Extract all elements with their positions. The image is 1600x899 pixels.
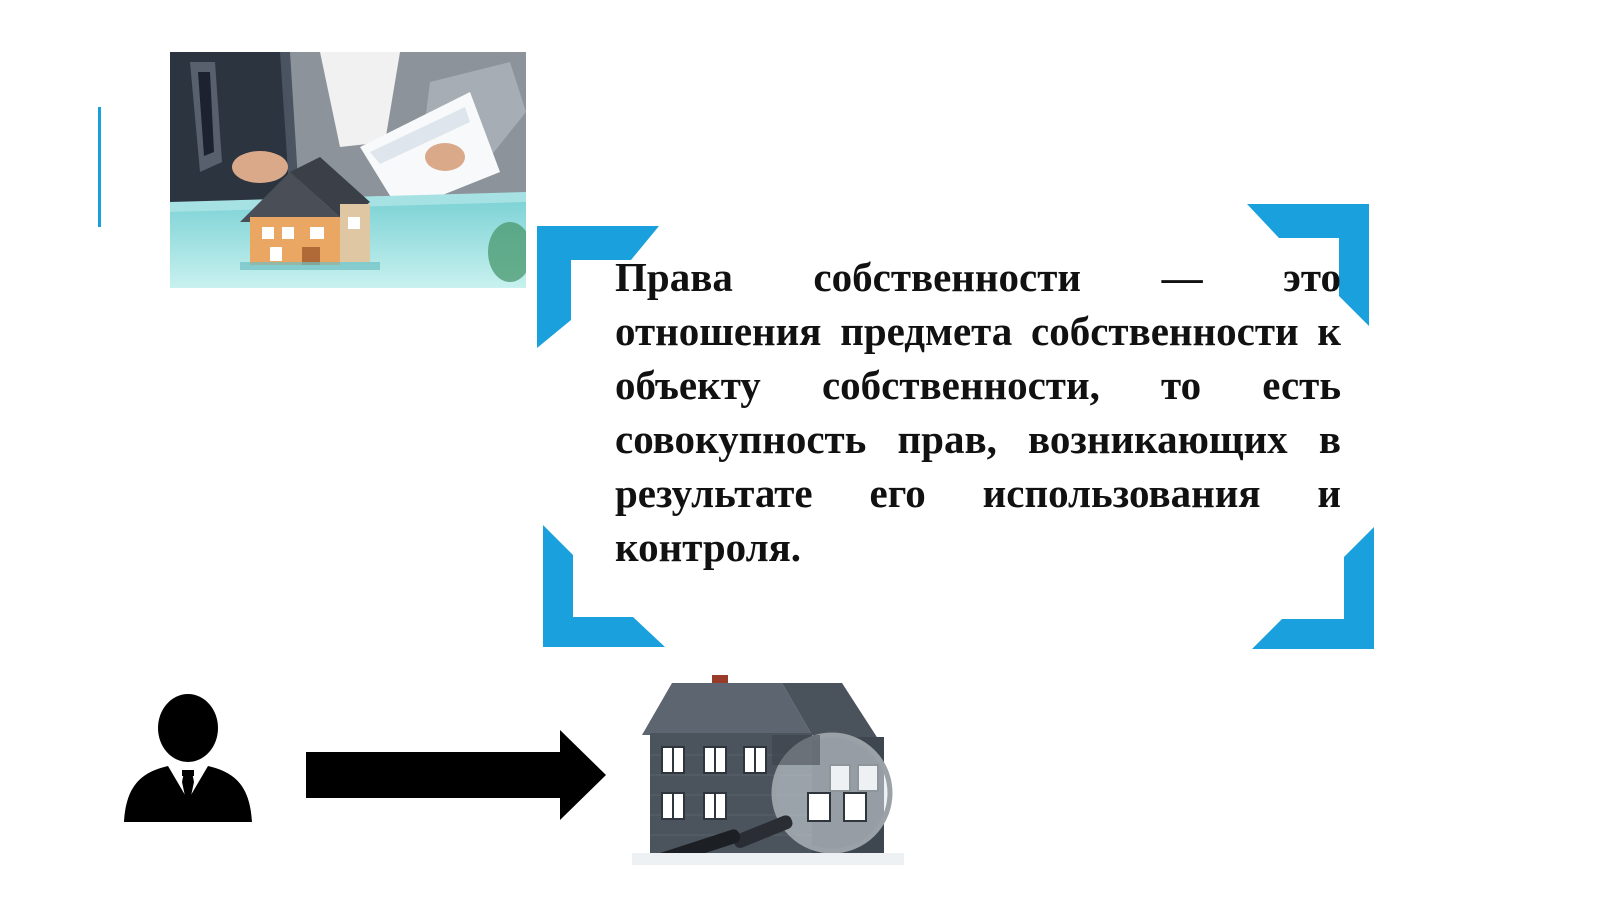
frame-corner-top-left bbox=[537, 226, 659, 348]
frame-corner-bottom-right bbox=[1252, 527, 1374, 649]
businessman-icon bbox=[122, 690, 258, 830]
accent-bar bbox=[98, 107, 101, 227]
frame-corner-top-right bbox=[1247, 204, 1369, 326]
house-magnifier-photo bbox=[632, 675, 904, 865]
meeting-photo bbox=[170, 52, 526, 288]
right-arrow-icon bbox=[306, 730, 606, 820]
frame-corner-bottom-left bbox=[543, 525, 665, 647]
definition-text: Права собственности — это отношения пред… bbox=[615, 254, 1341, 570]
